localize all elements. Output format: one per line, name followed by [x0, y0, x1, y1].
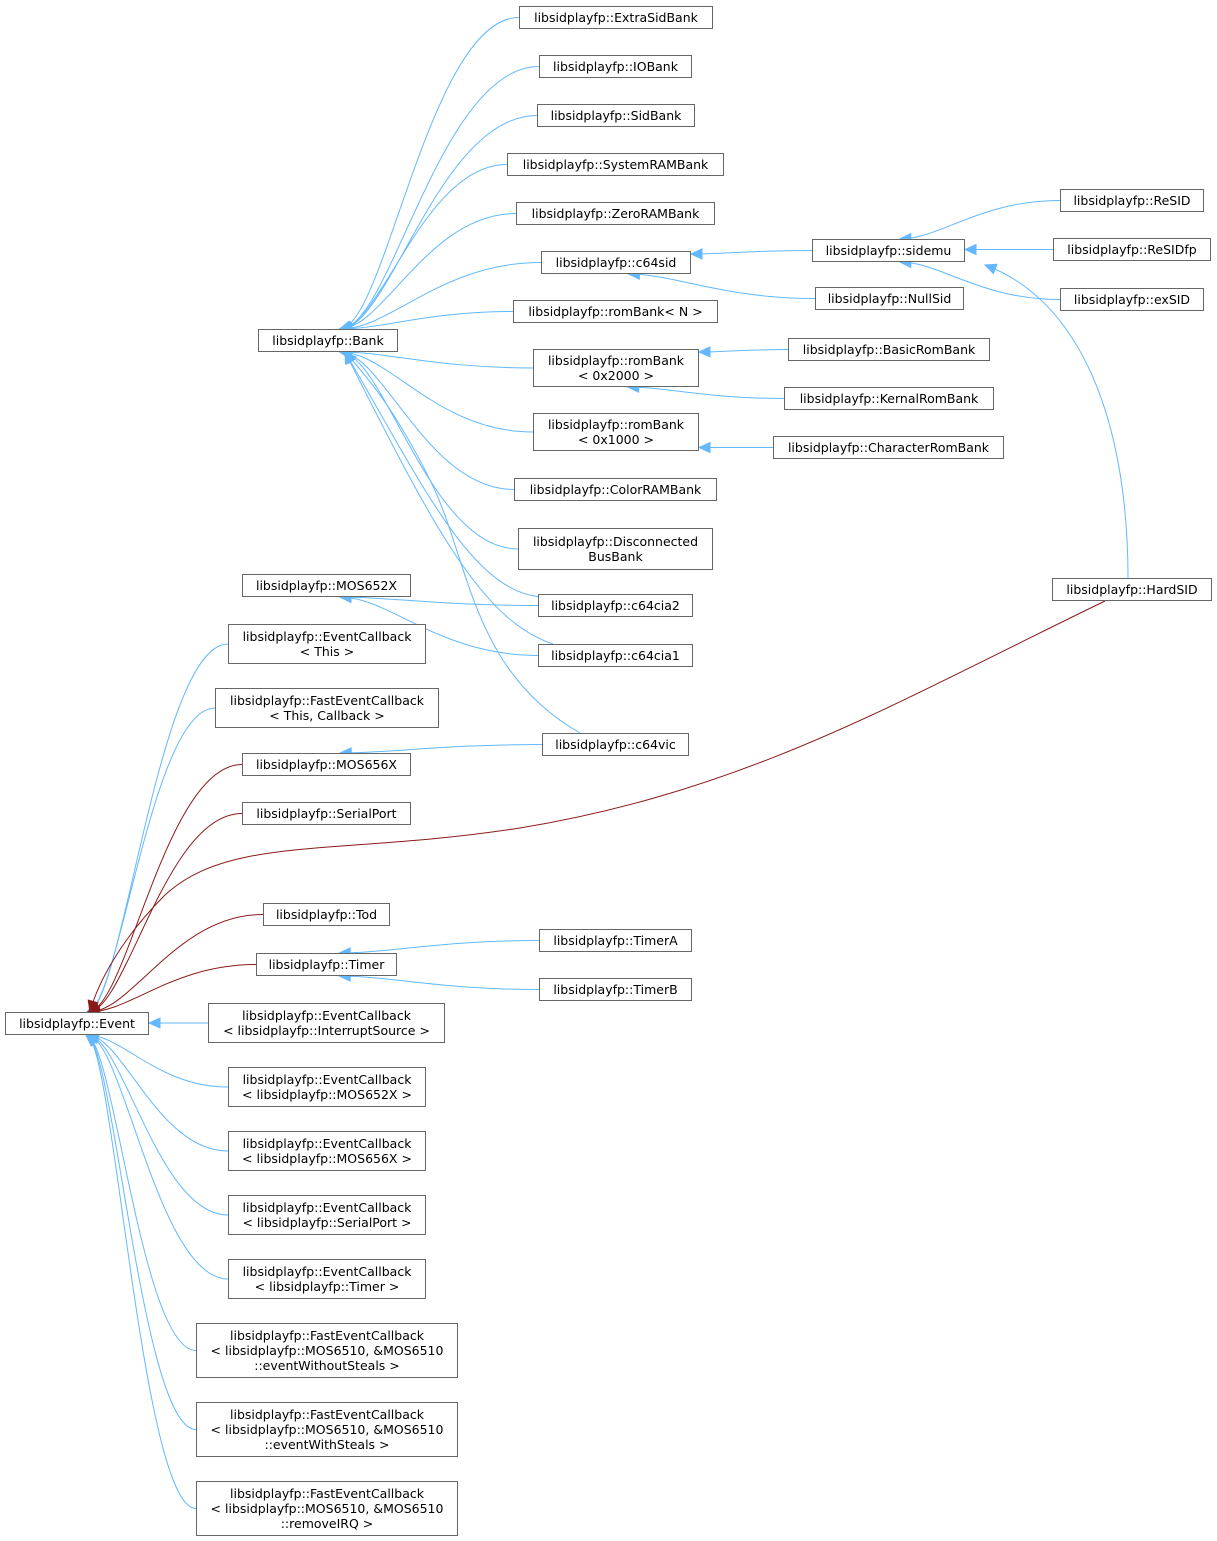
edge-extra_sid_bank-to-bank — [339, 17, 520, 330]
edge-mos656x-to-event — [87, 764, 243, 1013]
node-disconnected-bus-bank[interactable]: libsidplayfp::Disconnected BusBank — [518, 528, 713, 570]
arrowhead-basic_rom_bank-to-rom_bank_2000 — [697, 346, 711, 358]
edge-sidemu-to-c64sid — [690, 250, 813, 255]
edge-null_sid-to-c64sid — [628, 273, 816, 299]
node-tod[interactable]: libsidplayfp::Tod — [263, 903, 390, 926]
node-c64vic[interactable]: libsidplayfp::c64vic — [542, 733, 689, 756]
node-system-ram-bank[interactable]: libsidplayfp::SystemRAMBank — [507, 153, 724, 176]
node-mos656x[interactable]: libsidplayfp::MOS656X — [242, 753, 411, 776]
node-basic-rom-bank[interactable]: libsidplayfp::BasicRomBank — [788, 338, 990, 361]
edge-system_ram_bank-to-bank — [339, 164, 508, 330]
node-event-callback-mos652x[interactable]: libsidplayfp::EventCallback < libsidplay… — [228, 1067, 426, 1107]
edge-c64cia2-to-mos652x — [340, 596, 539, 606]
node-event-callback-this[interactable]: libsidplayfp::EventCallback < This > — [228, 624, 426, 664]
node-timer-b[interactable]: libsidplayfp::TimerB — [539, 978, 692, 1001]
node-timer[interactable]: libsidplayfp::Timer — [256, 953, 397, 976]
edge-event_callback_mos656x-to-event — [87, 1034, 229, 1152]
node-null-sid[interactable]: libsidplayfp::NullSid — [815, 287, 964, 310]
node-c64sid[interactable]: libsidplayfp::c64sid — [541, 251, 691, 274]
node-fast-event-callback-this[interactable]: libsidplayfp::FastEventCallback < This, … — [215, 688, 439, 728]
edge-resid-to-sidemu — [899, 200, 1061, 240]
edge-fast_event_callback_with_steals-to-event — [85, 1034, 197, 1430]
edge-fast_event_callback_remove_irq-to-event — [85, 1034, 197, 1509]
node-fast-event-callback-with-steals[interactable]: libsidplayfp::FastEventCallback < libsid… — [196, 1402, 458, 1457]
node-color-ram-bank[interactable]: libsidplayfp::ColorRAMBank — [514, 478, 717, 501]
edge-fast_event_callback_this-to-event — [86, 707, 216, 1013]
node-sidemu[interactable]: libsidplayfp::sidemu — [812, 239, 965, 262]
node-zero-ram-bank[interactable]: libsidplayfp::ZeroRAMBank — [516, 202, 715, 225]
edge-timer-to-event — [88, 964, 257, 1013]
edge-c64vic-to-bank — [344, 351, 581, 734]
arrowhead-fast_event_callback_remove_irq-to-event — [85, 1034, 99, 1047]
edge-timer_a-to-timer — [339, 940, 540, 954]
node-rom-bank-0x1000[interactable]: libsidplayfp::romBank < 0x1000 > — [533, 413, 699, 451]
node-rom-bank-0x2000[interactable]: libsidplayfp::romBank < 0x2000 > — [533, 349, 699, 387]
edge-zero_ram_bank-to-bank — [339, 213, 517, 330]
edge-basic_rom_bank-to-rom_bank_2000 — [698, 349, 789, 353]
node-event[interactable]: libsidplayfp::Event — [5, 1012, 149, 1035]
edge-rom_bank_n-to-bank — [339, 311, 514, 330]
arrowhead-event_callback_interrupt_source-to-event — [147, 1017, 161, 1029]
node-c64cia2[interactable]: libsidplayfp::c64cia2 — [538, 594, 693, 617]
arrowhead-hardsid-to-sidemu — [983, 263, 998, 275]
node-sid-bank[interactable]: libsidplayfp::SidBank — [537, 104, 695, 127]
node-fast-event-callback-without-steals[interactable]: libsidplayfp::FastEventCallback < libsid… — [196, 1323, 458, 1378]
edge-fast_event_callback_without_steals-to-event — [85, 1034, 197, 1351]
node-bank[interactable]: libsidplayfp::Bank — [258, 329, 398, 352]
edge-tod-to-event — [88, 914, 264, 1013]
edge-event_callback_timer-to-event — [87, 1034, 229, 1280]
arrowhead-character_rom_bank-to-rom_bank_1000 — [697, 441, 711, 454]
edge-color_ram_bank-to-bank — [339, 351, 515, 490]
node-event-callback-timer[interactable]: libsidplayfp::EventCallback < libsidplay… — [228, 1259, 426, 1299]
edge-exsid-to-sidemu — [899, 261, 1061, 300]
edge-kernal_rom_bank-to-rom_bank_2000 — [627, 386, 785, 399]
node-extra-sid-bank[interactable]: libsidplayfp::ExtraSidBank — [519, 6, 713, 29]
edge-c64sid-to-bank — [340, 262, 542, 330]
edge-rom_bank_1000-to-bank — [340, 351, 534, 433]
arrowhead-sidemu-to-c64sid — [689, 248, 703, 260]
node-timer-a[interactable]: libsidplayfp::TimerA — [539, 929, 692, 952]
edge-serial_port-to-event — [87, 813, 243, 1013]
arrowhead-c64vic-to-bank — [344, 351, 357, 365]
node-mos652x[interactable]: libsidplayfp::MOS652X — [242, 574, 411, 597]
edge-c64vic-to-mos656x — [340, 744, 543, 754]
node-fast-event-callback-remove-irq[interactable]: libsidplayfp::FastEventCallback < libsid… — [196, 1481, 458, 1536]
edge-event_callback_serial_port-to-event — [87, 1034, 229, 1216]
node-event-callback-mos656x[interactable]: libsidplayfp::EventCallback < libsidplay… — [228, 1131, 426, 1171]
edge-c64cia1-to-bank — [344, 351, 554, 645]
node-resid[interactable]: libsidplayfp::ReSID — [1060, 189, 1204, 212]
node-event-callback-interrupt-source[interactable]: libsidplayfp::EventCallback < libsidplay… — [208, 1003, 445, 1043]
edge-disconnected_bus_bank-to-bank — [339, 351, 519, 550]
edge-hardsid-to-sidemu — [984, 264, 1129, 579]
node-rom-bank-n[interactable]: libsidplayfp::romBank< N > — [513, 300, 718, 323]
edge-timer_b-to-timer — [339, 975, 540, 990]
node-character-rom-bank[interactable]: libsidplayfp::CharacterRomBank — [773, 436, 1004, 459]
edge-c64cia2-to-bank — [344, 351, 541, 598]
node-c64cia1[interactable]: libsidplayfp::c64cia1 — [538, 644, 693, 667]
edge-hardsid-to-event — [89, 600, 1106, 1013]
node-event-callback-serial-port[interactable]: libsidplayfp::EventCallback < libsidplay… — [228, 1195, 426, 1235]
node-serial-port[interactable]: libsidplayfp::SerialPort — [242, 802, 411, 825]
node-exsid[interactable]: libsidplayfp::exSID — [1060, 288, 1204, 311]
node-io-bank[interactable]: libsidplayfp::IOBank — [539, 55, 692, 78]
arrowhead-hardsid-to-event — [87, 999, 99, 1014]
node-hardsid[interactable]: libsidplayfp::HardSID — [1052, 578, 1212, 601]
edge-rom_bank_2000-to-bank — [340, 351, 534, 369]
edge-event_callback_mos652x-to-event — [87, 1034, 229, 1088]
node-residfp[interactable]: libsidplayfp::ReSIDfp — [1053, 238, 1211, 261]
arrowhead-residfp-to-sidemu — [963, 243, 977, 256]
edge-sid_bank-to-bank — [340, 115, 538, 330]
node-kernal-rom-bank[interactable]: libsidplayfp::KernalRomBank — [784, 387, 994, 410]
